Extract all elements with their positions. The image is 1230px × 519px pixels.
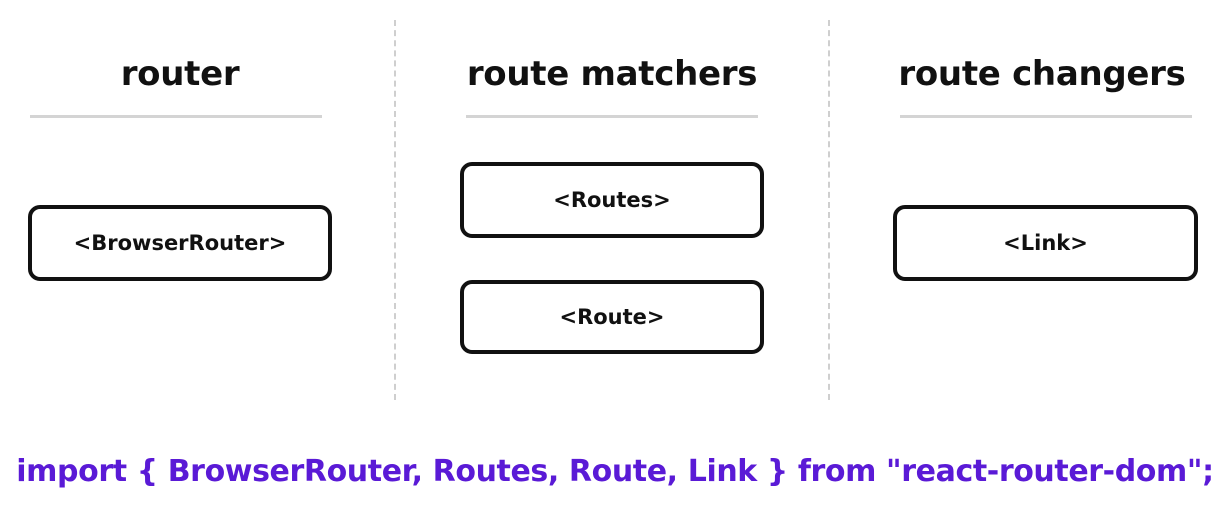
link-box: <Link>	[893, 205, 1198, 281]
changers-column-title: route changers	[898, 54, 1186, 94]
router-title-underline	[30, 115, 322, 118]
router-column-title: router	[120, 54, 240, 94]
matchers-title-underline	[466, 115, 758, 118]
column-divider-right	[828, 20, 830, 400]
routes-box: <Routes>	[460, 162, 764, 238]
changers-title-underline	[900, 115, 1192, 118]
route-box: <Route>	[460, 280, 764, 354]
matchers-column-title: route matchers	[466, 54, 758, 94]
import-statement: import { BrowserRouter, Routes, Route, L…	[16, 454, 1214, 489]
browser-router-box: <BrowserRouter>	[28, 205, 332, 281]
column-divider-left	[394, 20, 396, 400]
